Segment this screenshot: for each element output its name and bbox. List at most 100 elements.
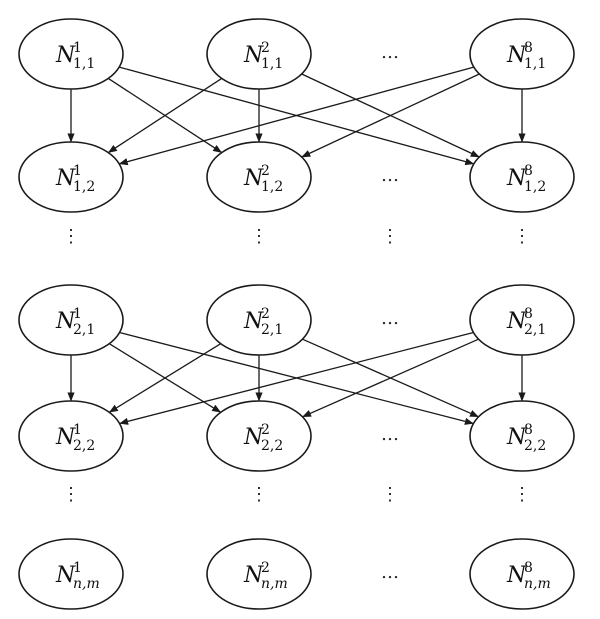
node-label-sub: 1,2 [73, 179, 95, 195]
edge-r0c2-to-r1c0 [118, 66, 474, 166]
node-label-sub: 2,1 [524, 322, 546, 338]
node-label-base: N [243, 166, 264, 191]
node-label-sub: 2,2 [261, 438, 283, 454]
layer-gap-vdots-0-3: ⋮ [381, 226, 399, 247]
node-label-base: N [55, 309, 76, 334]
edge-r2c1-to-r3c0 [108, 343, 222, 413]
node-ellipse [18, 400, 124, 472]
node-label-sub: 1,2 [524, 179, 546, 195]
node-label-base: N [55, 43, 76, 68]
layer-gap-vdots-1-0: ⋮ [62, 484, 80, 505]
node-label-base: N [506, 563, 527, 588]
node-label-base: N [243, 43, 264, 68]
node-ellipse [18, 284, 124, 356]
node-label-sup: 1 [73, 163, 82, 179]
node-ellipse [206, 141, 312, 213]
node-label-sub: 2,1 [73, 322, 95, 338]
layer-gap-vdots-1-1: ⋮ [250, 484, 268, 505]
node-label-base: N [506, 166, 527, 191]
node-label-sub: 2,2 [73, 438, 95, 454]
node-label-sub: 2,2 [524, 438, 546, 454]
node-ellipse [18, 18, 124, 90]
node-label-sup: 1 [73, 40, 82, 56]
node-label-sub: 1,1 [73, 56, 95, 72]
row-ellipsis-r1: … [381, 165, 399, 186]
node-label-base: N [55, 166, 76, 191]
node-label-sup: 2 [261, 422, 270, 438]
node-label-sup: 8 [524, 40, 533, 56]
row-ellipsis-r3: … [381, 424, 399, 445]
node-ellipse [206, 18, 312, 90]
node-label-sub: n,m [261, 576, 288, 592]
node-ellipse [469, 141, 575, 213]
edge-r0c2-to-r1c1 [301, 73, 480, 158]
node-label-sup: 1 [73, 560, 82, 576]
node-label-sup: 8 [524, 422, 533, 438]
edge-r2c2-to-r3c0 [119, 331, 474, 425]
node-label-sub: 2,1 [261, 322, 283, 338]
node-label-base: N [243, 425, 264, 450]
node-label-sup: 2 [261, 306, 270, 322]
row-ellipsis-r2: … [381, 308, 399, 329]
ellipsis-layer: … … … … … ⋮ ⋮ ⋮ ⋮ ⋮ ⋮ ⋮ ⋮ [62, 42, 531, 583]
edge-r2c2-to-r3c1 [302, 338, 479, 418]
node-ellipse [206, 284, 312, 356]
edge-r0c1-to-r1c0 [107, 77, 223, 154]
node-label-sub: 1,2 [261, 179, 283, 195]
layer-gap-vdots-0-1: ⋮ [250, 226, 268, 247]
node-ellipse [18, 538, 124, 610]
layer-gap-vdots-1-2: ⋮ [513, 484, 531, 505]
node-label-sup: 2 [261, 40, 270, 56]
node-label-sup: 2 [261, 163, 270, 179]
node-label-sup: 2 [261, 560, 270, 576]
node-label-sup: 1 [73, 422, 82, 438]
node-label-base: N [55, 425, 76, 450]
node-ellipse [469, 18, 575, 90]
node-ellipse [206, 400, 312, 472]
row-ellipsis-r4: … [381, 562, 399, 583]
node-label-base: N [506, 43, 527, 68]
row-ellipsis-r0: … [381, 42, 399, 63]
edges-layer [67, 66, 526, 425]
layer-gap-vdots-0-2: ⋮ [513, 226, 531, 247]
layer-gap-vdots-0-0: ⋮ [62, 226, 80, 247]
node-ellipse [18, 141, 124, 213]
node-label-base: N [55, 563, 76, 588]
node-label-sup: 8 [524, 560, 533, 576]
layer-gap-vdots-1-3: ⋮ [381, 484, 399, 505]
node-label-base: N [243, 309, 264, 334]
node-label-sup: 8 [524, 163, 533, 179]
node-label-sub: 1,1 [261, 56, 283, 72]
node-label-base: N [506, 309, 527, 334]
node-label-sup: 8 [524, 306, 533, 322]
node-label-sub: n,m [524, 576, 551, 592]
node-ellipse [469, 284, 575, 356]
